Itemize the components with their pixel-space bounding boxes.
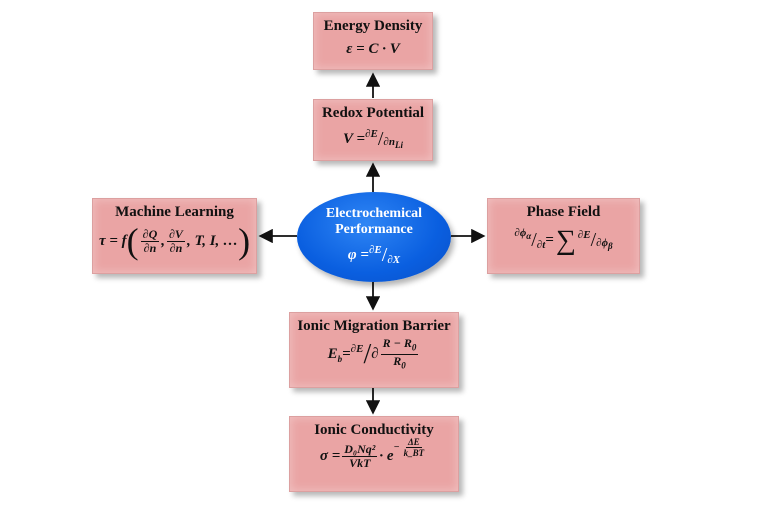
- phase-field-box: Phase Field ∂ϕα / ∂t = ∑ ∂E / ∂ϕβ: [487, 198, 640, 274]
- machine-learning-box: Machine Learning τ = f ( ∂Q ∂n , ∂V ∂n ,…: [92, 198, 257, 274]
- ionic-migration-title: Ionic Migration Barrier: [297, 318, 451, 334]
- ionic-migration-equation: Eb = ∂E / ∂ R − R0 R0: [327, 336, 419, 371]
- redox-potential-title: Redox Potential: [321, 105, 425, 121]
- center-title-line2: Performance: [335, 222, 413, 237]
- center-title-line1: Electrochemical: [325, 206, 423, 221]
- electrochemical-performance-node: Electrochemical Performance φ = ∂E / ∂X: [297, 192, 451, 282]
- ionic-conductivity-equation: σ = D₀Nq² VkT · e − ΔE k_BT: [319, 437, 425, 470]
- machine-learning-title: Machine Learning: [115, 204, 234, 220]
- machine-learning-equation: τ = f ( ∂Q ∂n , ∂V ∂n , T, I, … ): [98, 221, 251, 261]
- ionic-migration-barrier-box: Ionic Migration Barrier Eb = ∂E / ∂ R − …: [289, 312, 459, 388]
- redox-potential-box: Redox Potential V = ∂E / ∂nLi: [313, 99, 433, 161]
- phase-field-title: Phase Field: [526, 204, 601, 220]
- energy-density-equation: ε = C · V: [346, 41, 400, 57]
- redox-potential-equation: V = ∂E / ∂nLi: [343, 127, 403, 151]
- ionic-conductivity-title: Ionic Conductivity: [314, 422, 434, 438]
- ionic-conductivity-box: Ionic Conductivity σ = D₀Nq² VkT · e − Δ…: [289, 416, 459, 492]
- center-equation: φ = ∂E / ∂X: [347, 243, 401, 267]
- energy-density-title: Energy Density: [323, 18, 423, 34]
- phase-field-equation: ∂ϕα / ∂t = ∑ ∂E / ∂ϕβ: [514, 224, 613, 256]
- energy-density-box: Energy Density ε = C · V: [313, 12, 433, 70]
